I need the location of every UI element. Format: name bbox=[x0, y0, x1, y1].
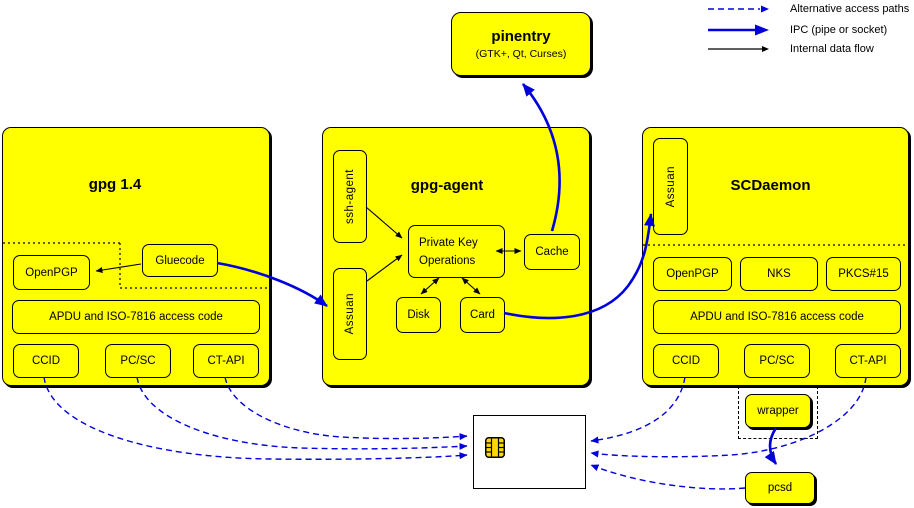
alt-gpg14-pcsc-to-card bbox=[136, 376, 468, 450]
alt-scdaemon-ctapi-to-card bbox=[590, 376, 867, 458]
scdaemon-openpgp-box: OpenPGP bbox=[653, 257, 732, 291]
disk-box: Disk bbox=[396, 297, 441, 333]
smartcard-chip-icon bbox=[485, 437, 505, 458]
scdaemon-apdu-box: APDU and ISO-7816 access code bbox=[653, 300, 901, 334]
legend-row-internal: Internal data flow bbox=[706, 41, 874, 57]
pinentry-subtitle: (GTK+, Qt, Curses) bbox=[475, 48, 567, 60]
scdaemon-pkcs15-box: PKCS#15 bbox=[826, 257, 901, 291]
gpg14-gluecode-box: Gluecode bbox=[142, 244, 218, 277]
card-box: Card bbox=[460, 297, 505, 333]
gpg14-openpgp-box: OpenPGP bbox=[13, 255, 90, 290]
scdaemon-assuan-box: Assuan bbox=[653, 138, 688, 235]
gpg-agent-title: gpg-agent bbox=[410, 177, 484, 194]
scdaemon-pcsc-box: PC/SC bbox=[744, 344, 810, 378]
gpg14-pcsc-box: PC/SC bbox=[105, 344, 171, 378]
data-flow-arrow-icon bbox=[708, 46, 769, 52]
pko-line1: Private Key bbox=[419, 236, 478, 249]
gpg14-ccid-box: CCID bbox=[13, 344, 79, 378]
scdaemon-ctapi-box: CT-API bbox=[835, 344, 901, 378]
scdaemon-title: SCDaemon bbox=[730, 177, 811, 194]
wrapper-box: wrapper bbox=[745, 394, 811, 428]
gpg-agent-ssh-agent-box: ssh-agent bbox=[333, 150, 367, 243]
legend-row-ipc: IPC (pipe or socket) bbox=[706, 22, 887, 38]
alt-gpg14-ccid-to-card bbox=[43, 376, 468, 460]
dashed-arrow-icon bbox=[708, 5, 769, 13]
assuan-label: Assuan bbox=[344, 293, 356, 335]
alt-gpg14-ctapi-to-card bbox=[224, 376, 468, 441]
ipc-arrow-icon bbox=[708, 24, 769, 36]
scdaemon-nks-box: NKS bbox=[740, 257, 818, 291]
legend-label: IPC (pipe or socket) bbox=[790, 24, 888, 36]
scdaemon-ccid-box: CCID bbox=[653, 344, 719, 378]
pinentry-title: pinentry bbox=[491, 28, 551, 45]
pko-line2: Operations bbox=[419, 254, 476, 267]
legend-label: Internal data flow bbox=[790, 43, 874, 55]
gpg14-title: gpg 1.4 bbox=[88, 176, 142, 193]
legend-row-alternative: Alternative access paths bbox=[706, 1, 909, 17]
pcsd-box: pcsd bbox=[745, 472, 815, 504]
gpg14-ctapi-box: CT-API bbox=[193, 344, 259, 378]
smartcard bbox=[473, 415, 586, 489]
ssh-agent-label: ssh-agent bbox=[344, 168, 356, 224]
private-key-operations-box: Private Key Operations bbox=[408, 225, 505, 278]
gpg14-apdu-box: APDU and ISO-7816 access code bbox=[12, 300, 260, 334]
gpg-agent-assuan-box: Assuan bbox=[333, 268, 367, 360]
cache-box: Cache bbox=[524, 234, 580, 270]
pinentry-box: pinentry (GTK+, Qt, Curses) bbox=[451, 12, 591, 76]
assuan-label: Assuan bbox=[664, 165, 677, 208]
alt-scdaemon-ccid-to-card bbox=[590, 376, 686, 444]
alt-pcsd-to-card bbox=[590, 464, 746, 490]
legend-label: Alternative access paths bbox=[790, 3, 910, 15]
